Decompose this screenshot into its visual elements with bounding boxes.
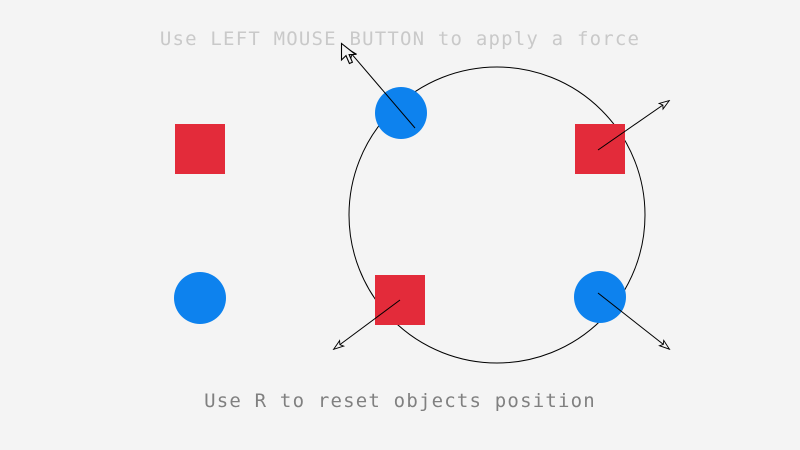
body-square-top-left[interactable]	[175, 124, 225, 174]
body-circle-bottom-right[interactable]	[574, 271, 626, 323]
constraint-boundary-circle	[348, 66, 646, 364]
body-circle-bottom-left[interactable]	[174, 272, 226, 324]
force-vector-circle-top-middle	[347, 49, 416, 129]
force-vector-square-top-right	[597, 101, 669, 151]
bodies-layer	[174, 87, 626, 325]
force-vectors-layer	[334, 49, 669, 349]
force-vector-circle-bottom-right	[597, 292, 669, 349]
body-circle-top-middle[interactable]	[375, 87, 427, 139]
force-vector-square-bottom-middle	[334, 299, 401, 349]
